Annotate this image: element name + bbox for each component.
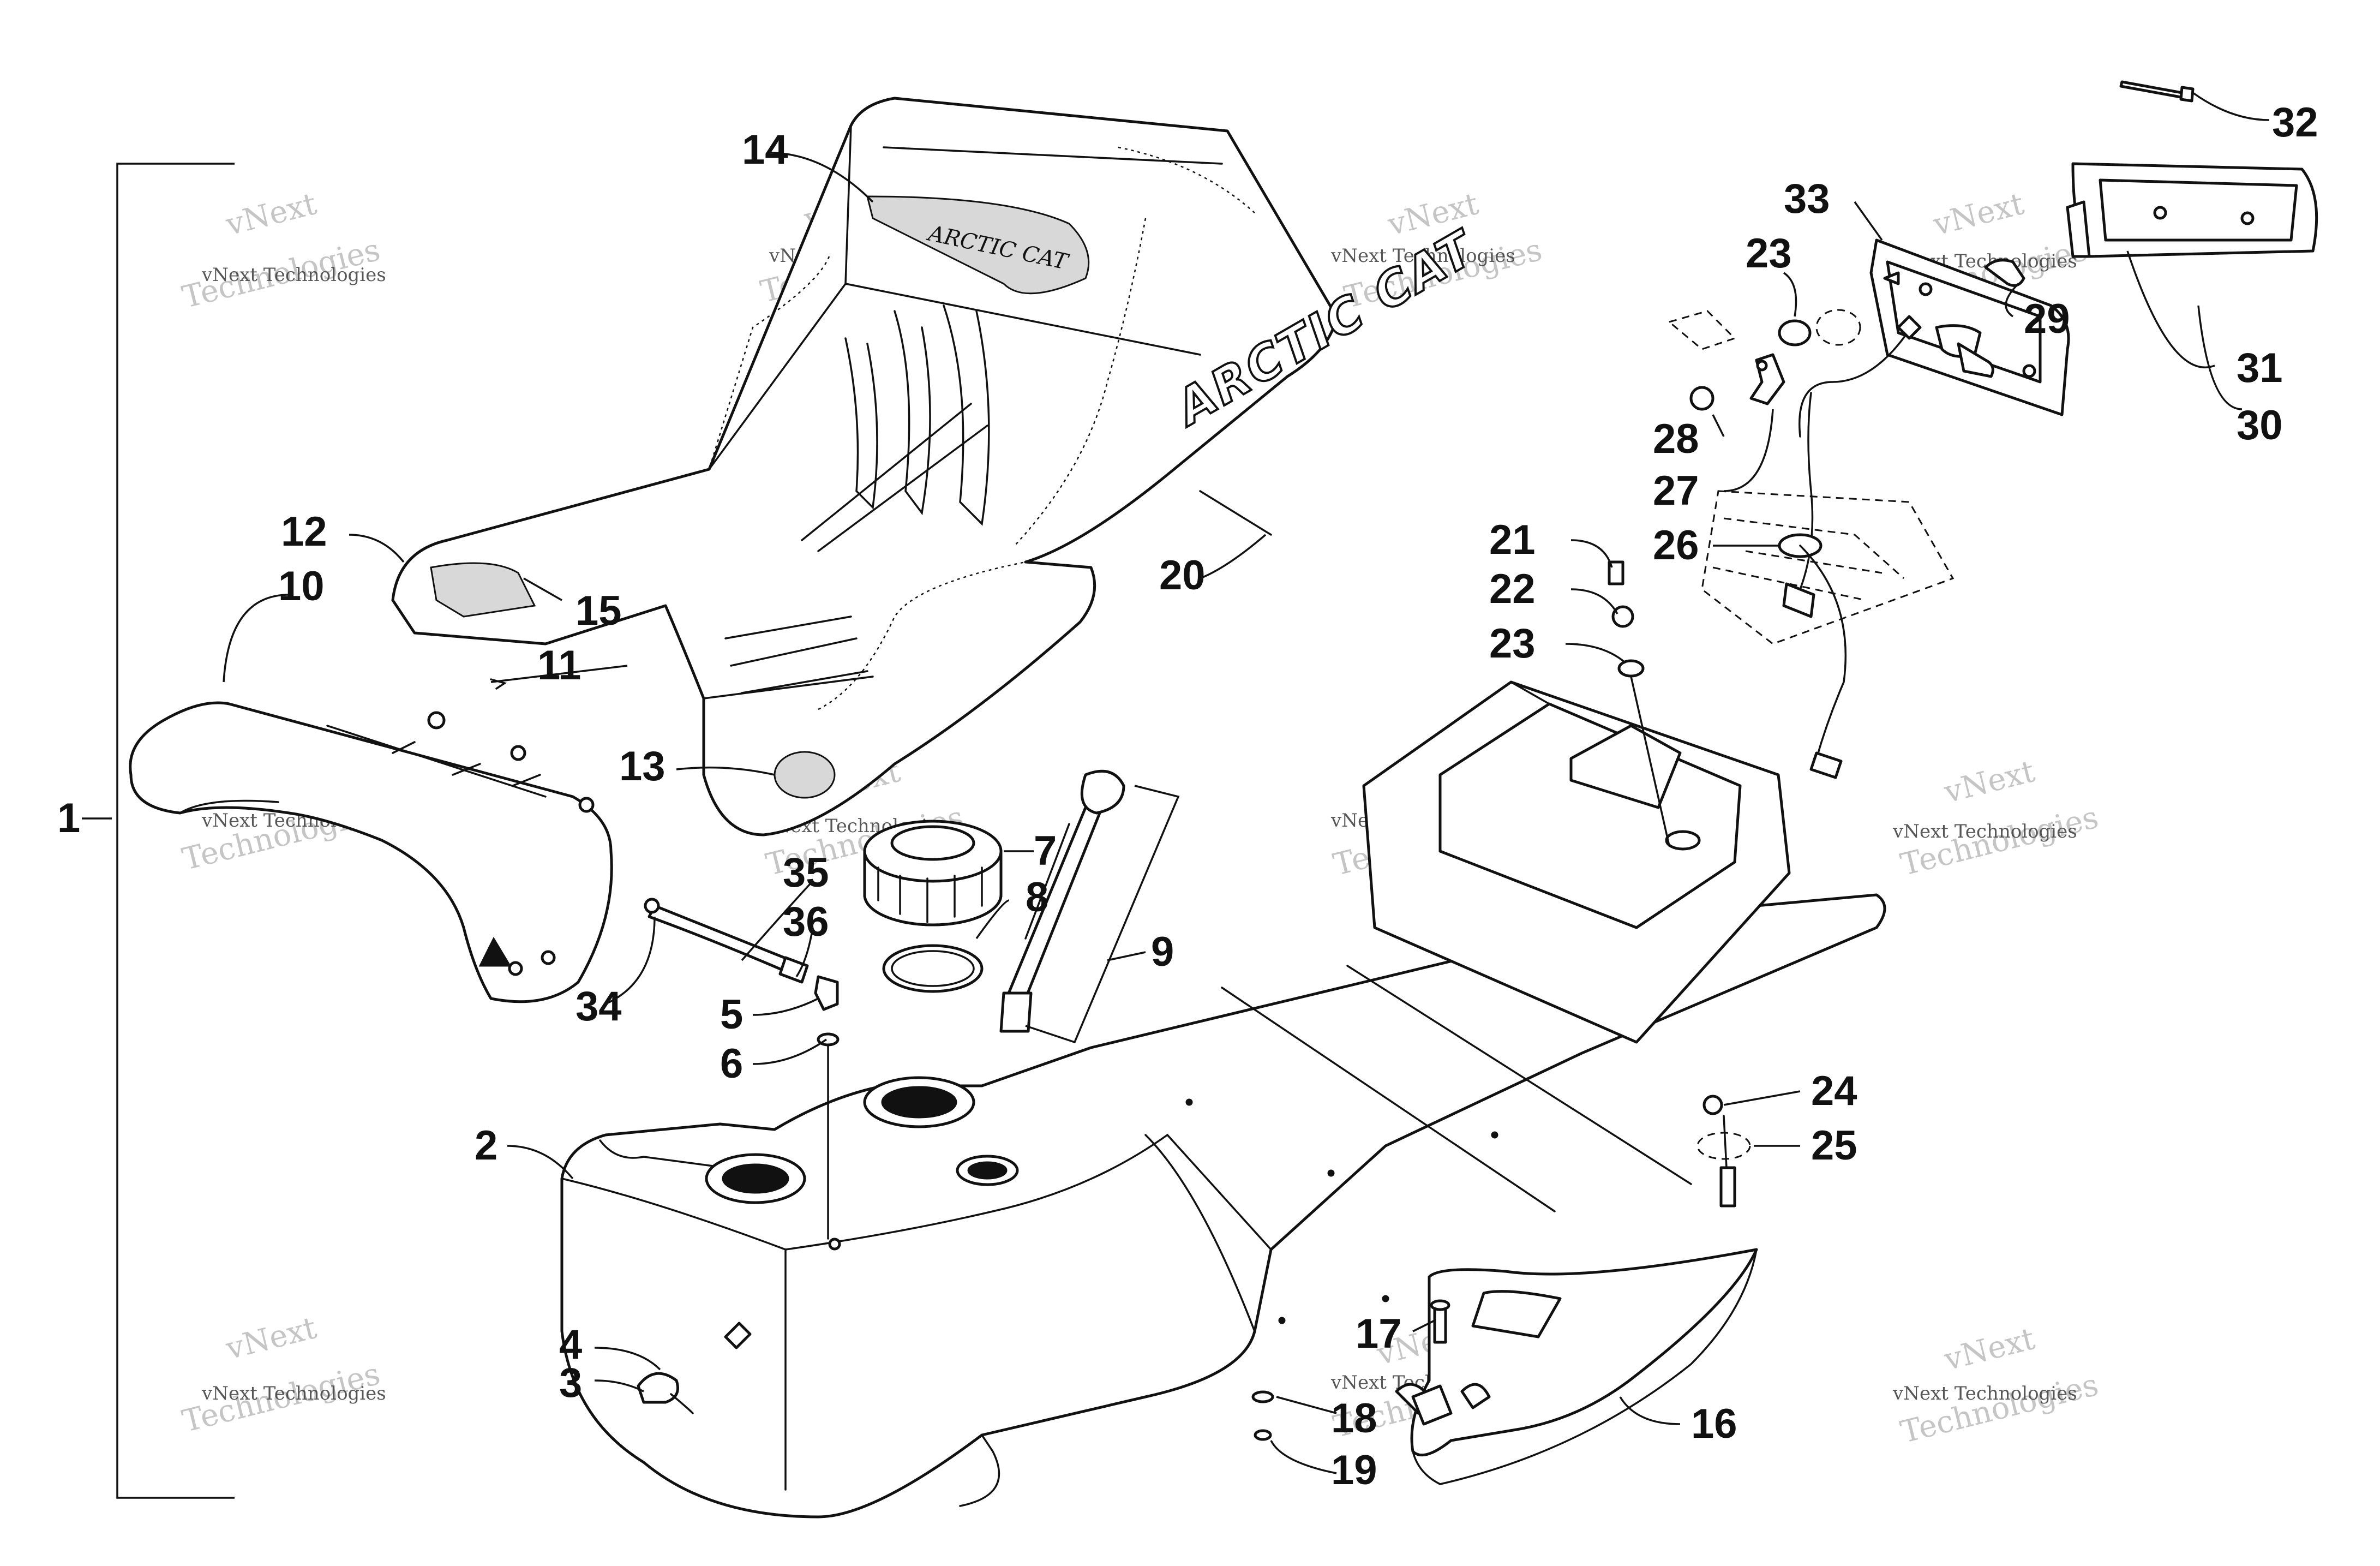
watermark-line2: vNext Technologies <box>201 264 386 286</box>
watermark-line1: vNext <box>1940 754 2039 810</box>
seat-strap <box>1199 490 1272 536</box>
watermark-line1: vNext <box>1940 1321 2039 1378</box>
callout-11: 11 <box>537 642 581 689</box>
fuel-gauge <box>999 769 1125 1033</box>
nut <box>1611 605 1634 628</box>
washer-dash <box>1696 1132 1751 1160</box>
front-trim <box>129 701 613 1003</box>
watermark-line2: vNext Technologies <box>1330 245 1515 267</box>
watermark-line2: vNext Technologies <box>1892 821 2077 842</box>
side-panel <box>1395 1248 1758 1485</box>
watermark-line1: vNext <box>222 1310 320 1367</box>
watermark: vNext Technologies <box>179 1310 383 1439</box>
callout-10: 10 <box>278 563 325 609</box>
callout-26: 26 <box>1653 522 1699 569</box>
callout-2: 2 <box>475 1122 497 1169</box>
direction-arrow-icon <box>478 936 512 967</box>
seat-rear-pad <box>774 751 836 799</box>
callout-27: 27 <box>1653 468 1699 514</box>
screw-head <box>1430 1299 1450 1311</box>
seat-emblem <box>866 195 1090 295</box>
callout-4: 4 <box>559 1322 582 1368</box>
callout-35: 35 <box>783 850 829 896</box>
watermark: vNext Technologies <box>179 186 383 315</box>
watermark-line3: Technologies <box>1897 1367 2102 1450</box>
watermark-line1: vNext <box>1929 186 2028 243</box>
fuel-line-clamp <box>637 1372 694 1414</box>
rivet <box>1608 560 1624 585</box>
washer <box>1254 1429 1272 1441</box>
seat: ARCTIC CAT ARCTIC CAT <box>391 97 1486 836</box>
watermark-line2: vNext Technologies <box>201 1383 386 1404</box>
fuel-tank <box>560 680 1886 1519</box>
leader-lines <box>82 92 2270 1474</box>
callout-3: 3 <box>559 1360 582 1406</box>
callout-25: 25 <box>1811 1122 1857 1169</box>
callout-15: 15 <box>575 588 622 634</box>
vent-hose <box>644 898 840 1240</box>
callout-34: 34 <box>575 983 622 1030</box>
watermark-line1: vNext <box>222 186 320 243</box>
callout-23-taillight: 23 <box>1746 230 1792 277</box>
watermark: vNext Technologies <box>1897 754 2102 883</box>
callout-33: 33 <box>1784 176 1830 222</box>
fuel-cap <box>863 820 1003 927</box>
watermark: vNext Technologies <box>1897 1321 2102 1450</box>
callout-23: 23 <box>1489 620 1536 667</box>
fuel-cap-gasket-inner <box>891 950 975 987</box>
callout-7: 7 <box>1034 828 1057 874</box>
callout-36: 36 <box>783 899 829 945</box>
callout-13: 13 <box>619 743 666 790</box>
callout-21: 21 <box>1489 517 1536 563</box>
callout-31: 31 <box>2237 345 2283 391</box>
washer <box>1251 1390 1274 1403</box>
callout-1: 1 <box>57 795 80 841</box>
mount-bracket <box>1749 353 1785 405</box>
callouts: 1 2 3 4 5 6 7 8 9 10 11 12 13 14 15 16 1… <box>57 99 2318 1493</box>
seat-front-pad <box>430 562 536 618</box>
callout-20: 20 <box>1159 552 1206 599</box>
watermark-line2: vNext Technologies <box>1892 1383 2077 1404</box>
screw <box>1433 1305 1447 1344</box>
callout-30: 30 <box>2237 402 2283 449</box>
callout-32: 32 <box>2272 99 2318 146</box>
gauge-bracket <box>1025 785 1180 1044</box>
callout-19: 19 <box>1331 1447 1377 1493</box>
callout-12: 12 <box>281 509 327 555</box>
callout-24: 24 <box>1811 1068 1857 1114</box>
washer <box>1617 659 1645 678</box>
nut <box>1689 386 1714 411</box>
washer-dash <box>1815 309 1861 346</box>
bolt <box>1719 1166 1736 1208</box>
callout-6: 6 <box>720 1041 743 1087</box>
assembly-bracket <box>116 163 235 1499</box>
callout-17: 17 <box>1356 1311 1402 1357</box>
nut <box>1702 1095 1723 1115</box>
washer <box>1778 319 1812 346</box>
callout-5: 5 <box>720 991 743 1038</box>
callout-18: 18 <box>1331 1395 1377 1442</box>
callout-14: 14 <box>742 127 788 173</box>
tail-section-outline <box>1667 310 1955 645</box>
callout-29: 29 <box>2024 296 2070 342</box>
callout-22: 22 <box>1489 566 1536 612</box>
callout-16: 16 <box>1691 1401 1737 1447</box>
taillight-assembly <box>1778 80 2318 779</box>
callout-8: 8 <box>1026 874 1048 921</box>
callout-28: 28 <box>1653 416 1699 462</box>
callout-9: 9 <box>1151 929 1174 975</box>
fuel-cap-gasket <box>882 944 984 993</box>
